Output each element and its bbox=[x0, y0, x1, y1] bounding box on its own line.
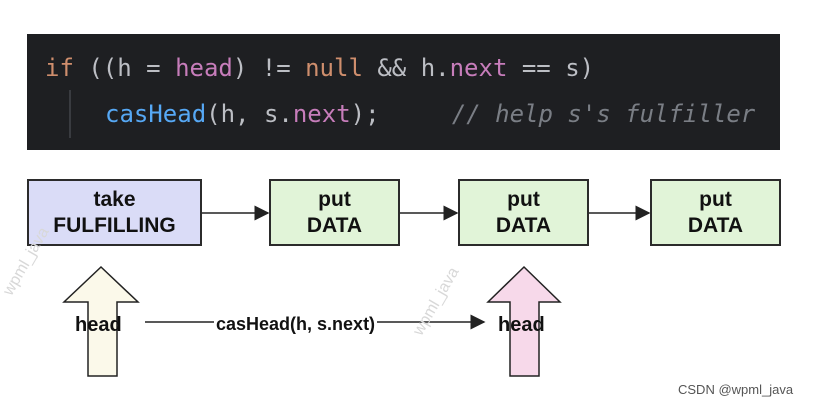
code-line-2: casHead(h, s.next); // help s's fulfille… bbox=[105, 100, 755, 128]
code-line-2-token-1: (h, s. bbox=[206, 100, 293, 128]
code-line-1-token-2: head bbox=[175, 54, 233, 82]
code-line-1-token-3: ) != bbox=[232, 54, 306, 82]
node-put3-mode: put bbox=[699, 187, 732, 211]
node-put2-mode: put bbox=[507, 187, 540, 211]
code-line-2-token-4: // help s's fulfiller bbox=[451, 100, 756, 128]
cas-head-label: casHead(h, s.next) bbox=[214, 314, 378, 335]
node-put-data-3: put DATA bbox=[650, 179, 781, 246]
node-take-fulfilling: take FULFILLING bbox=[27, 179, 202, 246]
code-line-1-token-7: == s) bbox=[507, 54, 595, 82]
head-pointer-left bbox=[62, 265, 140, 377]
head-label-new: head bbox=[498, 314, 545, 336]
node-put1-state: DATA bbox=[306, 213, 363, 237]
credit-text: CSDN @wpml_java bbox=[678, 382, 794, 397]
code-line-1: if ((h = head) != null && h.next == s) bbox=[45, 54, 594, 82]
code-line-1-token-5: && h. bbox=[362, 54, 450, 82]
node-put-data-1: put DATA bbox=[269, 179, 400, 246]
code-line-1-token-0: if bbox=[45, 54, 74, 82]
node-put3-state: DATA bbox=[687, 213, 744, 237]
indent-guide bbox=[69, 90, 71, 138]
node-take-state: FULFILLING bbox=[53, 213, 176, 237]
code-line-2-token-3: ); bbox=[350, 100, 452, 128]
node-put1-mode: put bbox=[318, 187, 351, 211]
code-line-1-token-4: null bbox=[305, 54, 363, 82]
code-line-2-token-0: casHead bbox=[105, 100, 207, 128]
code-line-1-token-1: ((h = bbox=[73, 54, 176, 82]
head-label-old: head bbox=[75, 314, 122, 336]
node-take-mode: take bbox=[93, 187, 136, 211]
code-snippet: if ((h = head) != null && h.next == s) c… bbox=[27, 34, 780, 150]
node-put2-state: DATA bbox=[495, 213, 552, 237]
code-line-2-token-2: next bbox=[292, 100, 351, 128]
code-line-1-token-6: next bbox=[449, 54, 508, 82]
head-pointer-right bbox=[486, 265, 562, 377]
node-put-data-2: put DATA bbox=[458, 179, 589, 246]
